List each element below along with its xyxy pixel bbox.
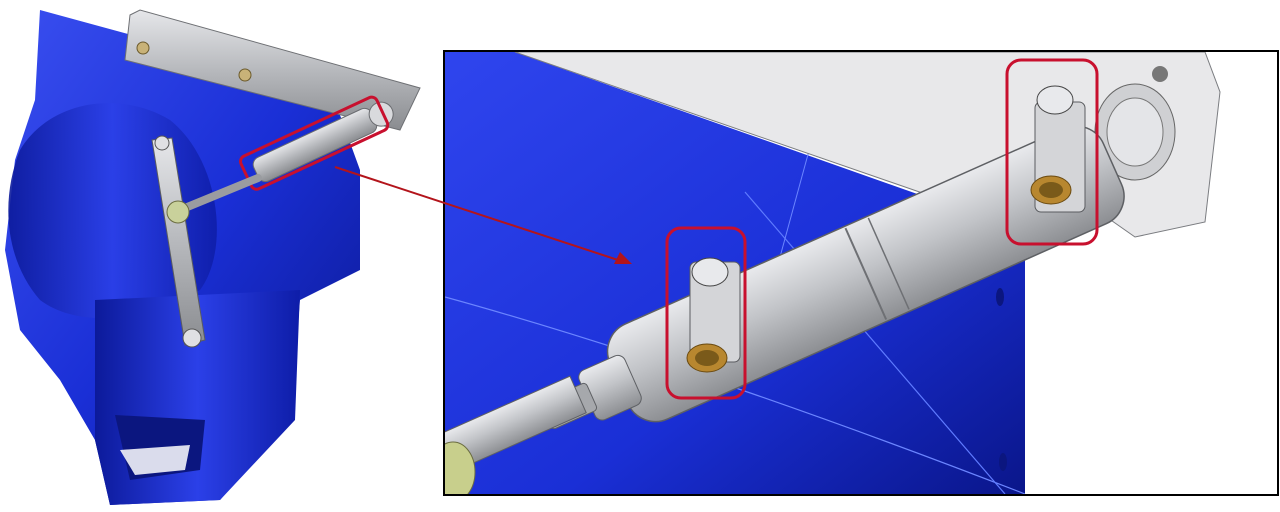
housing-hole <box>999 453 1007 471</box>
rod-end-joint <box>445 441 476 494</box>
bracket-bolt <box>238 68 252 82</box>
housing-edge-line <box>744 191 1006 494</box>
lever-pivot <box>154 135 170 151</box>
air-fitting-left <box>686 257 741 373</box>
detail-view-frame <box>443 50 1279 496</box>
cylinder-small <box>252 101 394 183</box>
lever-bottom-bolt <box>182 328 202 348</box>
piston-rod <box>176 174 262 214</box>
housing-slot <box>120 445 190 475</box>
detail-view <box>445 52 1221 494</box>
lever-joint <box>166 200 190 224</box>
bracket-bolt <box>136 41 150 55</box>
bracket-hole <box>1152 66 1168 82</box>
housing-edge-line <box>445 296 1026 494</box>
air-fitting-right <box>1030 85 1086 213</box>
mounting-bracket <box>124 9 421 131</box>
fitting-highlight-box <box>1005 58 1099 246</box>
assembly-overview <box>5 9 421 505</box>
detail-highlight-box <box>239 95 390 191</box>
housing-hole <box>996 288 1004 306</box>
fitting-highlight-box <box>665 226 747 400</box>
end-nut <box>1094 83 1176 181</box>
